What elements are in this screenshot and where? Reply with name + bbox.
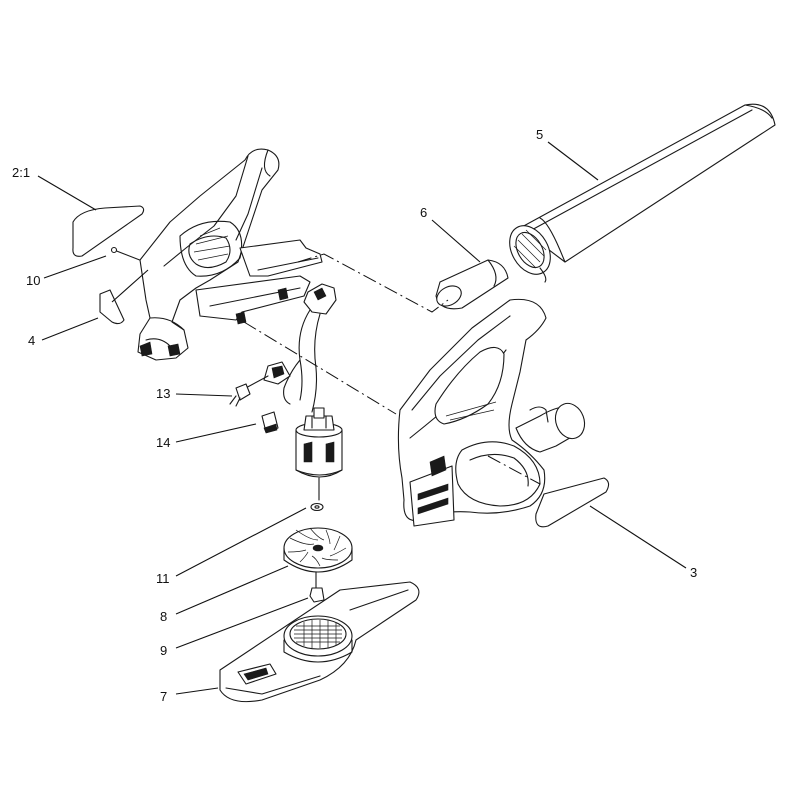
leader-11: [175, 507, 307, 577]
part-8-impeller-fan: [283, 527, 353, 573]
leader-13: [175, 393, 233, 397]
callout-14: 14: [156, 435, 171, 450]
leader-8: [175, 565, 289, 615]
part-14-connector: [261, 411, 279, 434]
leader-4b: [111, 269, 149, 303]
part-2-1-label: [72, 205, 145, 257]
callout-5: 5: [536, 127, 544, 142]
callout-13: 13: [156, 386, 171, 401]
leader-14: [175, 423, 257, 443]
switch-and-cord-assembly: [229, 283, 337, 413]
leader-9: [175, 597, 309, 649]
callout-3: 3: [690, 565, 698, 580]
part-11-washer: [310, 502, 324, 512]
leader-lines: [37, 141, 687, 695]
part-4-small-label: [99, 289, 125, 325]
callout-2-1: 2:1: [12, 165, 31, 180]
right-main-housing: [397, 298, 586, 527]
leader-7: [175, 687, 219, 695]
part-5-blower-tube: [509, 103, 776, 283]
part-9-nut: [309, 571, 325, 603]
callout-11: 11: [156, 571, 170, 586]
leader-4: [41, 317, 99, 341]
leader-6: [431, 219, 481, 263]
part-7-bottom-cover: [219, 581, 420, 703]
motor: [295, 407, 343, 501]
callout-7: 7: [160, 689, 168, 704]
part-3-label: [535, 477, 610, 528]
leader-2-1: [37, 175, 97, 211]
leader-10: [43, 255, 107, 279]
callout-9: 9: [160, 643, 168, 658]
left-housing-half: [137, 148, 323, 361]
leader-5: [547, 141, 599, 181]
part-6-nozzle-adapter: [435, 259, 509, 310]
leader-3: [589, 505, 687, 569]
callout-8: 8: [160, 609, 168, 624]
callout-4: 4: [28, 333, 36, 348]
callout-6: 6: [420, 205, 428, 220]
assembly-centerlines: [243, 253, 541, 485]
callout-10: 10: [26, 273, 41, 288]
